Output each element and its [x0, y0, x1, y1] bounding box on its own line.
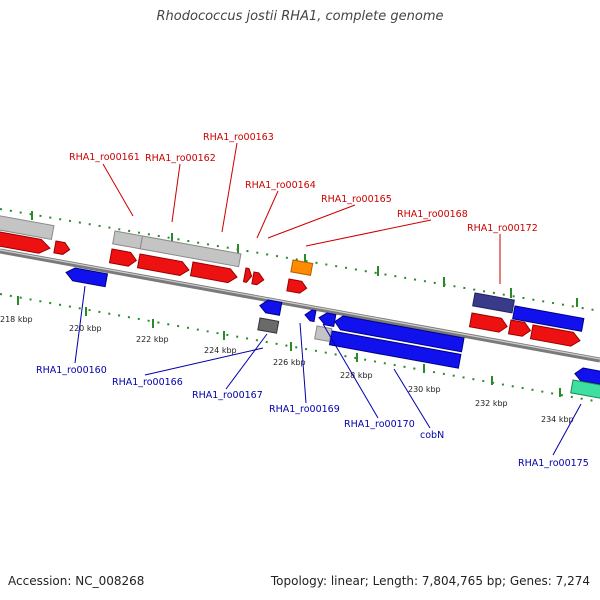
leader-line — [552, 403, 582, 456]
scale-label: 232 kbp — [475, 399, 508, 408]
leader-line — [102, 163, 134, 217]
gene-arrow-RHA1_ro00170 — [334, 315, 465, 353]
leader-line — [393, 368, 431, 429]
minus-gray-features — [257, 317, 333, 343]
gray-feature-RHA1_ro00167 — [257, 317, 280, 334]
gray-feature — [112, 230, 242, 268]
minus-leaders — [74, 285, 582, 456]
plus-gene-labels: RHA1_ro00161 RHA1_ro00162 RHA1_ro00163 R… — [69, 132, 538, 234]
gene-label-RHA1_ro00163: RHA1_ro00163 — [203, 132, 274, 143]
plus-gray-features — [0, 214, 515, 314]
plus-leaders — [102, 142, 501, 284]
leader-line — [267, 204, 356, 239]
minus-gene-labels: RHA1_ro00160 RHA1_ro00166 RHA1_ro00167 R… — [36, 365, 589, 469]
scale-label: 230 kbp — [408, 385, 441, 394]
gene-label-RHA1_ro00167: RHA1_ro00167 — [192, 390, 263, 401]
gene-arrow-RHA1_ro00166 — [259, 299, 283, 316]
leader-line — [225, 333, 268, 390]
scale-label: 226 kbp — [273, 358, 306, 367]
leader-line — [221, 142, 238, 233]
gene-label-RHA1_ro00168: RHA1_ro00168 — [397, 209, 468, 220]
scale-label: 222 kbp — [136, 335, 169, 344]
gene-label-RHA1_ro00170: RHA1_ro00170 — [344, 419, 415, 430]
minus-blue-arrows — [65, 267, 600, 386]
scale-label: 234 kbp — [541, 415, 574, 424]
lower-major-ticks — [17, 296, 561, 397]
scale-label: 228 kbp — [340, 371, 373, 380]
genome-backbone — [0, 248, 600, 363]
leader-line — [299, 322, 307, 404]
gene-arrow-RHA1_ro00163 — [136, 253, 190, 276]
gene-arrow-RHA1_ro00161 — [0, 230, 51, 254]
scale-label: 218 kbp — [0, 315, 33, 324]
gene-arrow — [529, 324, 581, 347]
gene-arrow-RHA1_ro00165 — [251, 271, 265, 286]
gene-label-cobN: cobN — [420, 430, 444, 441]
scale-label: 220 kbp — [69, 324, 102, 333]
gene-arrow — [189, 261, 238, 284]
gene-arrow-RHA1_ro00168 — [286, 278, 308, 294]
accession-text: Accession: NC_008268 — [8, 574, 145, 588]
gene-label-RHA1_ro00160: RHA1_ro00160 — [36, 365, 107, 376]
leader-line — [144, 347, 264, 376]
gene-label-RHA1_ro00165: RHA1_ro00165 — [321, 194, 392, 205]
gene-arrow — [512, 305, 585, 332]
teal-feature — [570, 379, 600, 400]
gene-arrow-RHA1_ro00160 — [65, 267, 109, 288]
leader-line — [322, 323, 379, 419]
gene-arrow-RHA1_ro00169 — [318, 312, 337, 327]
gene-label-RHA1_ro00161: RHA1_ro00161 — [69, 152, 140, 163]
map-title: Rhodococcus jostii RHA1, complete genome — [156, 9, 444, 24]
gene-arrow — [574, 367, 600, 386]
leader-line — [74, 285, 86, 364]
leader-line — [305, 219, 432, 247]
upper-scale-line — [0, 208, 600, 312]
genome-summary-text: Topology: linear; Length: 7,804,765 bp; … — [270, 574, 590, 588]
gene-label-RHA1_ro00172: RHA1_ro00172 — [467, 223, 538, 234]
gene-label-RHA1_ro00175: RHA1_ro00175 — [518, 458, 589, 469]
plus-red-arrows — [0, 230, 581, 347]
gene-arrow-RHA1_ro00162 — [108, 248, 138, 267]
leader-line — [171, 163, 181, 223]
gene-label-RHA1_ro00162: RHA1_ro00162 — [145, 153, 216, 164]
gene-arrow — [53, 240, 71, 255]
leader-line — [256, 190, 279, 239]
gene-label-RHA1_ro00166: RHA1_ro00166 — [112, 377, 183, 388]
orange-feature — [290, 259, 314, 276]
scale-labels: 218 kbp 220 kbp 222 kbp 224 kbp 226 kbp … — [0, 315, 574, 424]
gene-arrow — [507, 319, 532, 337]
lower-scale-line — [0, 293, 600, 403]
gene-arrow-RHA1_ro00172 — [468, 312, 508, 333]
gene-arrow-RHA1_ro00164 — [242, 267, 253, 283]
gray-feature — [0, 214, 55, 240]
gene-arrow — [304, 309, 317, 323]
gray-feature — [472, 292, 515, 314]
gene-label-RHA1_ro00164: RHA1_ro00164 — [245, 180, 316, 191]
backbone-highlight — [0, 249, 600, 360]
scale-label: 224 kbp — [204, 346, 237, 355]
gene-label-RHA1_ro00169: RHA1_ro00169 — [269, 404, 340, 415]
